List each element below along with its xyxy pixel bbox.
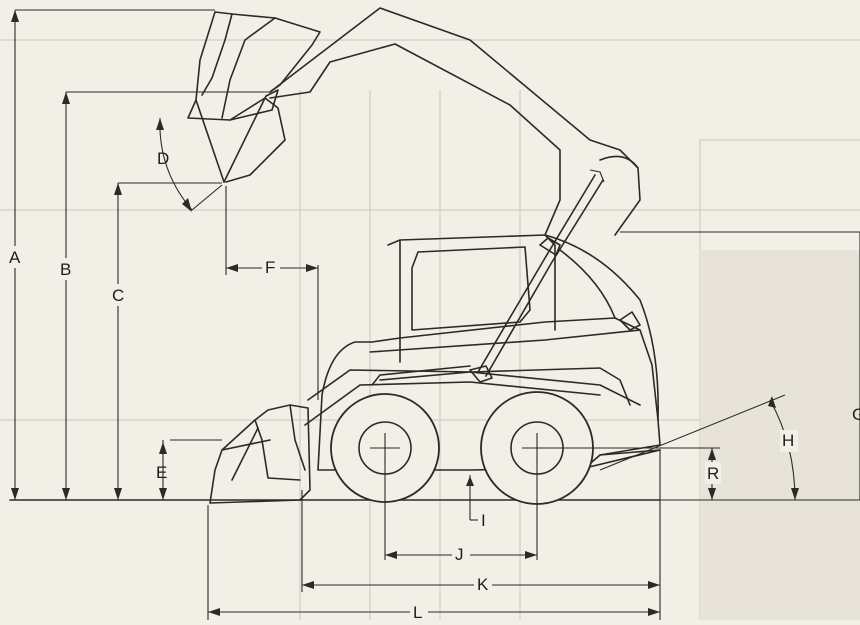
dimension-a: A	[6, 9, 215, 500]
dimension-g: G	[620, 231, 860, 500]
dimension-label-l: L	[413, 603, 422, 622]
dimension-l: L	[207, 505, 660, 622]
lowered-bucket	[209, 404, 311, 504]
lift-arm	[269, 7, 641, 426]
dimension-i: I	[466, 475, 486, 530]
dimension-k: K	[301, 450, 661, 620]
dimension-d: D	[156, 118, 223, 212]
dimension-e: E	[156, 439, 222, 500]
dimension-j: J	[384, 460, 538, 565]
dimension-r: R	[552, 447, 721, 500]
dimension-f: F	[225, 186, 319, 400]
dimension-h: H	[599, 394, 860, 501]
dimension-c: C	[109, 182, 222, 500]
dimension-label-c: C	[112, 286, 124, 305]
dimension-label-k: K	[477, 575, 489, 594]
dimension-label-f: F	[265, 258, 275, 277]
dimension-label-i: I	[481, 511, 486, 530]
dimension-label-e: E	[156, 463, 167, 482]
background-bleed-through	[0, 39, 860, 620]
dimension-b: B	[57, 91, 270, 500]
raised-bucket	[187, 11, 321, 183]
dimension-label-r: R	[707, 464, 719, 483]
dimension-label-a: A	[9, 248, 21, 267]
dimension-label-j: J	[455, 545, 464, 564]
dimension-label-h: H	[782, 431, 794, 450]
dimension-label-g: G	[852, 405, 860, 424]
dimension-label-d: D	[157, 149, 169, 168]
dimension-label-b: B	[60, 260, 71, 279]
